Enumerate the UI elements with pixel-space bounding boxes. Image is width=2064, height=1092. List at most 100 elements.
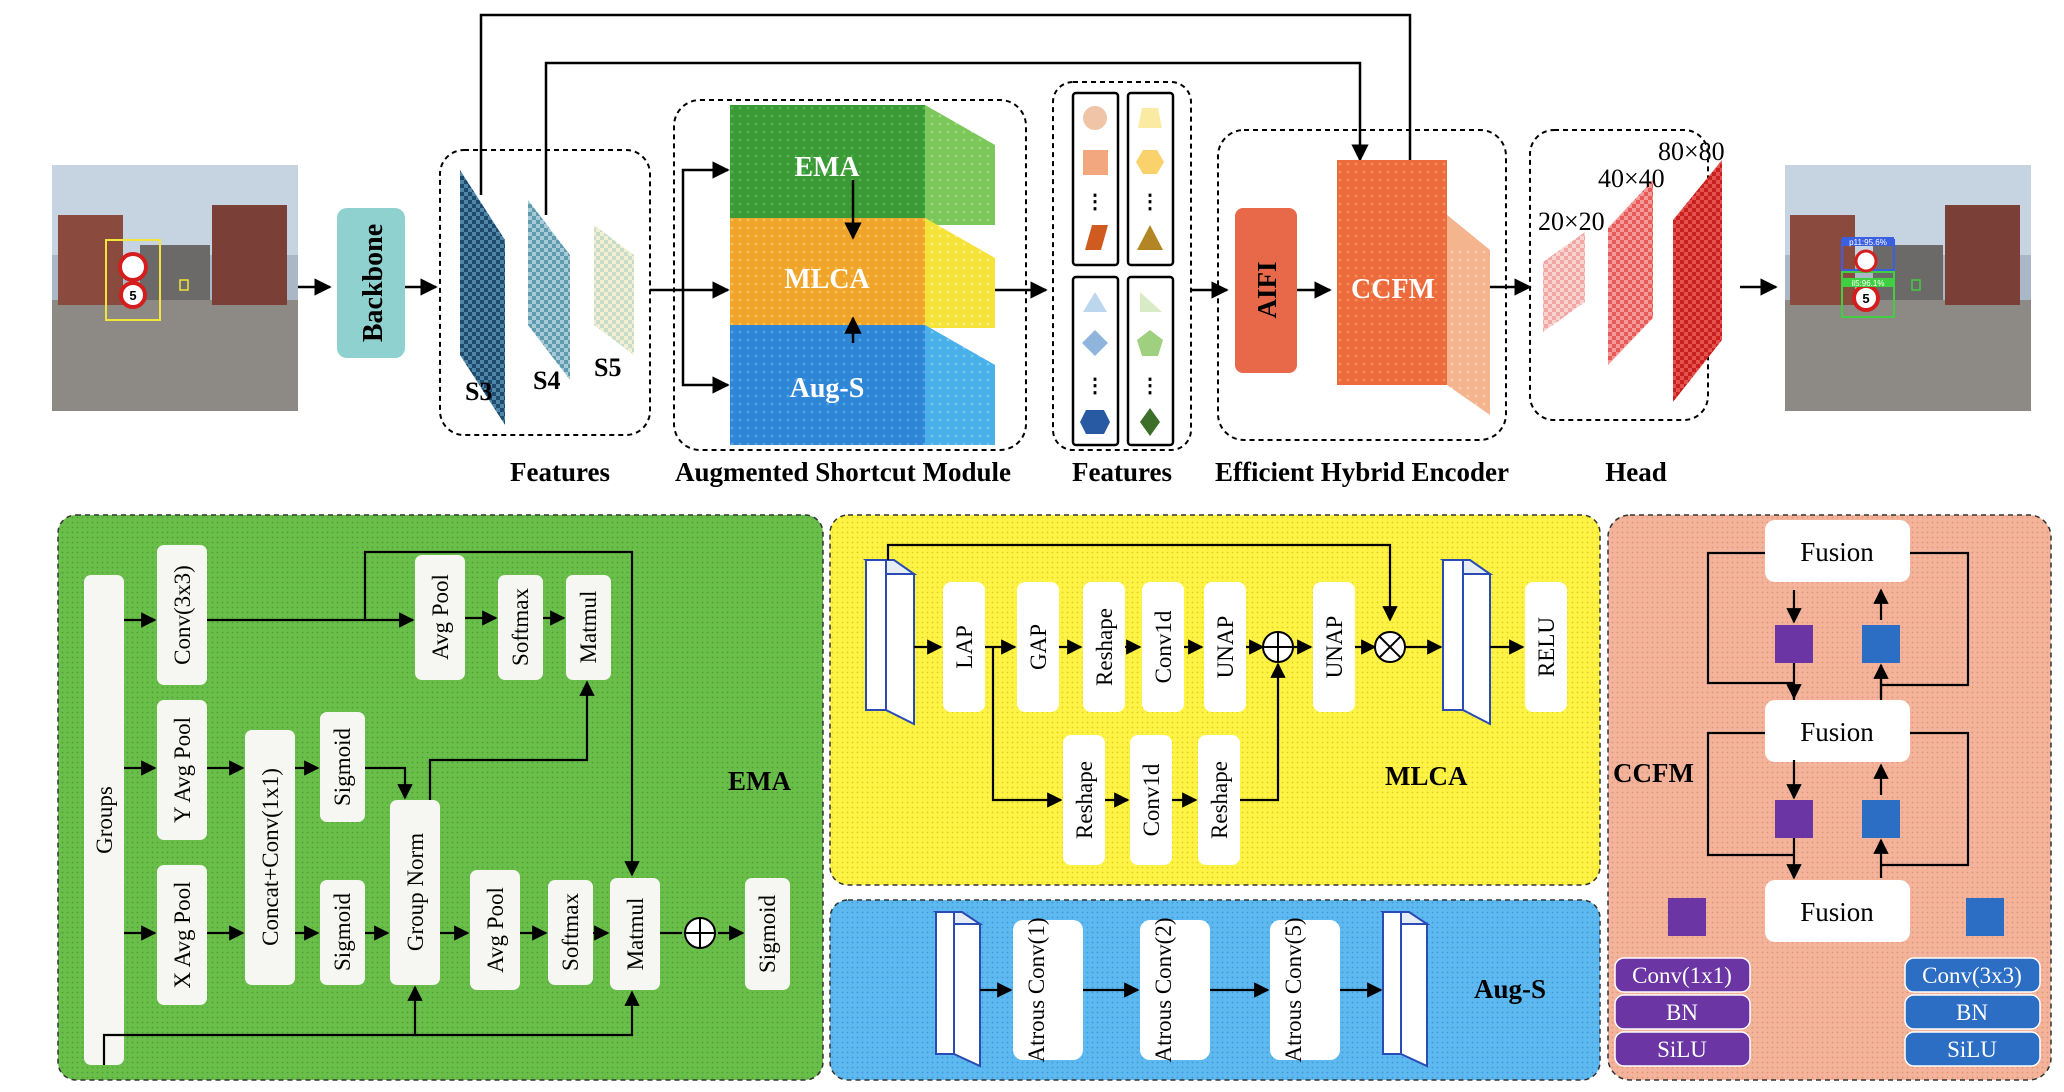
legend-blue-square-icon xyxy=(1966,898,2004,936)
augs-output-cube xyxy=(1379,911,1431,1068)
asm-caption: Augmented Shortcut Module xyxy=(675,457,1011,487)
ema-softmax-top-box xyxy=(498,575,543,680)
ema-conv3-box xyxy=(157,545,207,685)
circle-shape-icon xyxy=(1083,106,1107,130)
legend-purple-square-icon xyxy=(1668,898,1706,936)
ema-matmul-top-box xyxy=(566,575,611,680)
encoder-box xyxy=(1217,129,1507,441)
asm-mlca-block xyxy=(730,218,995,328)
ccfm-right-silu-label: SiLU xyxy=(1947,1037,1997,1062)
detection-label-2: il5:96.1% xyxy=(1852,279,1885,288)
mlca-conv1d-top-box xyxy=(1142,582,1184,712)
mlca-relu-label: RELU xyxy=(1534,617,1559,677)
ema-sigmoid-top-box xyxy=(320,712,365,822)
head-20-label: 20×20 xyxy=(1538,207,1605,236)
ema-yavg-box xyxy=(157,700,207,840)
green-diamond-icon xyxy=(1140,408,1160,436)
green-triangle-icon xyxy=(1140,292,1162,312)
ema-sigmoid-out-box xyxy=(745,878,790,990)
aifi-block xyxy=(1235,208,1297,373)
s5-feature-map xyxy=(594,225,634,355)
asm-augs-label: Aug-S xyxy=(790,373,865,404)
ema-concat-label: Concat+Conv(1x1) xyxy=(258,768,283,946)
augs-atrous-5-text: Atrous Conv(5) xyxy=(1281,917,1306,1062)
augs-atrous-1-text: Atrous Conv(1) xyxy=(1024,917,1049,1062)
ema-xavg-label: X Avg Pool xyxy=(170,882,195,989)
fusion-top-box xyxy=(1765,520,1910,582)
augs-atrous-5-label: Atrous Conv(5) xyxy=(1281,917,1306,1062)
head-20-map xyxy=(1543,232,1585,332)
mlca-unap-2-label: UNAP xyxy=(1322,616,1347,679)
blue-diamond-icon xyxy=(1082,330,1108,356)
svg-text:⋮: ⋮ xyxy=(1140,375,1160,397)
fusion-mid-label: Fusion xyxy=(1800,717,1874,747)
mlca-relu-box xyxy=(1525,582,1567,712)
svg-text:5: 5 xyxy=(129,288,136,303)
ema-sigmoid-bottom-box xyxy=(320,880,365,985)
ema-matmul-bottom-label: Matmul xyxy=(623,898,648,971)
detection-label-1: p11:95.6% xyxy=(1849,238,1887,247)
parallelogram-shape-icon xyxy=(1085,225,1108,250)
mlca-reshape-top-box xyxy=(1083,582,1125,712)
asm-augs-block xyxy=(730,325,995,445)
features-caption-2: Features xyxy=(1072,457,1172,487)
trapezoid-shape-icon xyxy=(1138,108,1162,128)
svg-text:5: 5 xyxy=(1862,291,1869,306)
s5-label: S5 xyxy=(594,353,621,382)
hexagon-shape-icon xyxy=(1136,150,1164,174)
ccfm-left-bn-label: BN xyxy=(1666,1000,1698,1025)
ema-groupnorm-box xyxy=(390,800,440,985)
mlca-unap-2-box xyxy=(1313,582,1355,712)
augs-atrous-2-box xyxy=(1140,920,1210,1060)
fusion-bottom-box xyxy=(1765,880,1910,942)
svg-text:⋮: ⋮ xyxy=(1085,191,1105,213)
mlca-lap-box xyxy=(943,582,985,712)
ema-sigmoid-bottom-label: Sigmoid xyxy=(330,893,355,971)
augs-atrous-2-label: Atrous Conv(2) xyxy=(1151,917,1176,1062)
features-caption-1: Features xyxy=(510,457,610,487)
s4-label: S4 xyxy=(533,366,560,395)
conv1x1-square-icon xyxy=(1775,625,1813,663)
ccfm-title: CCFM xyxy=(1613,758,1694,788)
ema-xavg-box xyxy=(157,865,207,1005)
output-image: 5 p11:95.6% il5:96.1% xyxy=(1785,165,2031,411)
ccfm-panel xyxy=(1607,514,2052,1081)
square-shape-icon xyxy=(1083,150,1108,175)
ema-avgpool-top-box xyxy=(415,555,465,680)
ccfm-right-bn-label: BN xyxy=(1956,1000,1988,1025)
mlca-reshape-b1-label: Reshape xyxy=(1072,761,1097,839)
mlca-multiply-icon xyxy=(1374,631,1406,663)
mlca-gap-label: GAP xyxy=(1026,624,1051,670)
asm-mlca-label: MLCA xyxy=(784,264,870,295)
svg-text:⋮: ⋮ xyxy=(1085,375,1105,397)
ema-softmax-bottom-label: Softmax xyxy=(558,893,583,971)
mlca-title: MLCA xyxy=(1385,761,1468,791)
augs-atrous-2-text: Atrous Conv(2) xyxy=(1151,917,1176,1062)
ccfm-left-silu-label: SiLU xyxy=(1657,1037,1707,1062)
features-shapes-box xyxy=(1052,81,1192,451)
mlca-unap-1-label: UNAP xyxy=(1213,616,1238,679)
fusion-bottom-label: Fusion xyxy=(1800,897,1874,927)
s3-label: S3 xyxy=(465,377,492,406)
asm-ema-label: EMA xyxy=(794,152,860,183)
ccfm-block xyxy=(1337,160,1490,415)
s3-feature-map xyxy=(460,170,505,425)
green-pentagon-icon xyxy=(1137,330,1163,356)
fusion-top-label: Fusion xyxy=(1800,537,1874,567)
augs-atrous-5-box xyxy=(1270,920,1340,1060)
ccfm-top-label: CCFM xyxy=(1351,274,1435,305)
input-image: 5 xyxy=(52,165,298,411)
mlca-lap-label: LAP xyxy=(952,625,977,668)
ccfm-right-conv-label: Conv(3x3) xyxy=(1922,963,2022,988)
ema-title: EMA xyxy=(728,766,791,796)
ema-conv3-label: Conv(3x3) xyxy=(170,565,195,665)
s4-feature-map xyxy=(528,200,570,380)
ema-sigmoid-top-label: Sigmoid xyxy=(330,728,355,806)
conv1x1-square-icon-2 xyxy=(1775,800,1813,838)
head-40-map xyxy=(1608,180,1653,365)
mlca-reshape-b2-label: Reshape xyxy=(1207,761,1232,839)
asm-ema-block xyxy=(730,105,995,225)
aifi-label: AIFI xyxy=(1252,261,1282,318)
conv3x3-square-icon-2 xyxy=(1862,800,1900,838)
